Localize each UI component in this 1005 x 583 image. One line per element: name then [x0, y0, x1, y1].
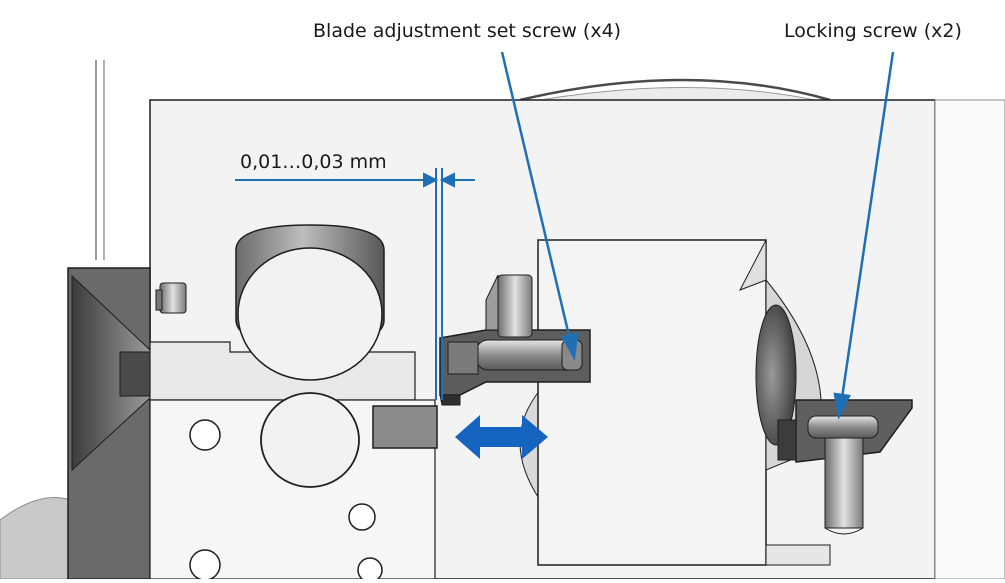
blade-screw-leader: [500, 51, 572, 341]
rear-frame: [0, 60, 831, 580]
locking-screw-label: Locking screw (x2): [784, 20, 962, 42]
gap-arrowhead-right: [439, 172, 455, 188]
mounting-holes: [189, 419, 383, 583]
counter-blade: [372, 405, 438, 449]
vertical-set-screw: [497, 274, 533, 338]
guide-pin: [155, 282, 187, 314]
locking-screw-leader-arrowhead: [833, 392, 851, 420]
side-plate: [934, 99, 1005, 580]
locking-bracket: [777, 399, 913, 535]
locking-screw-leader: [840, 51, 895, 399]
gap-arrowhead-left: [423, 172, 439, 188]
movement-arrow: [455, 415, 548, 459]
blade-screw-leader-arrowhead: [561, 332, 579, 361]
blade-carriage: [519, 239, 831, 566]
callout-leaders: [500, 51, 895, 420]
lower-roller: [260, 392, 360, 488]
blade-screw-label: Blade adjustment set screw (x4): [313, 20, 622, 42]
upper-roller: [235, 224, 385, 381]
blade-holder: [439, 274, 591, 406]
left-housing: [67, 267, 151, 580]
locking-screw-head: [807, 415, 879, 439]
gap-dimension-label: 0,01…0,03 mm: [240, 151, 387, 173]
gap-dimension: [235, 168, 475, 400]
locking-screw-shank: [824, 437, 864, 529]
